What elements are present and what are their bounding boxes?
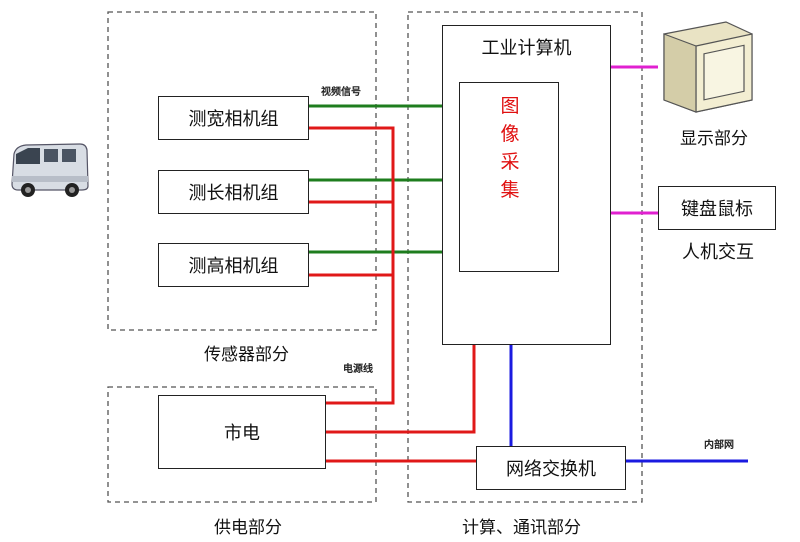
mains-power-box: 市电: [158, 395, 326, 469]
camera-height-label: 测高相机组: [188, 256, 279, 277]
hci-label: 人机交互: [682, 242, 754, 263]
power-group-frame: [107, 386, 377, 503]
power-line-label: 电源线: [343, 364, 373, 375]
video-signal-label: 视频信号: [321, 87, 361, 98]
network-switch-label: 网络交换机: [506, 459, 596, 480]
camera-height-box: 测高相机组: [158, 243, 309, 287]
keyboard-mouse-label: 键盘鼠标: [681, 199, 753, 220]
power-group-label: 供电部分: [214, 518, 282, 538]
camera-width-box: 测宽相机组: [158, 96, 309, 140]
network-switch-box: 网络交换机: [476, 446, 626, 490]
camera-length-label: 测长相机组: [188, 183, 279, 204]
keyboard-mouse-box: 键盘鼠标: [658, 186, 776, 230]
monitor-icon: [663, 21, 753, 113]
van-icon: [11, 143, 89, 197]
image-capture-label: 图 像 采 集: [500, 95, 520, 201]
mains-power-label: 市电: [224, 423, 260, 444]
power-line-ipc: [326, 345, 476, 434]
sensor-group-label: 传感器部分: [204, 345, 289, 365]
display-label: 显示部分: [680, 129, 748, 149]
lan-label: 内部网: [704, 440, 734, 451]
compute-group-frame: [407, 11, 643, 503]
camera-length-box: 测长相机组: [158, 170, 309, 214]
image-capture-box: [459, 82, 559, 272]
power-line-width: [308, 126, 395, 405]
sensor-group-frame: [107, 11, 377, 331]
industrial-computer-label: 工业计算机: [481, 38, 572, 59]
compute-group-label: 计算、通讯部分: [462, 518, 581, 538]
camera-width-label: 测宽相机组: [188, 109, 279, 130]
